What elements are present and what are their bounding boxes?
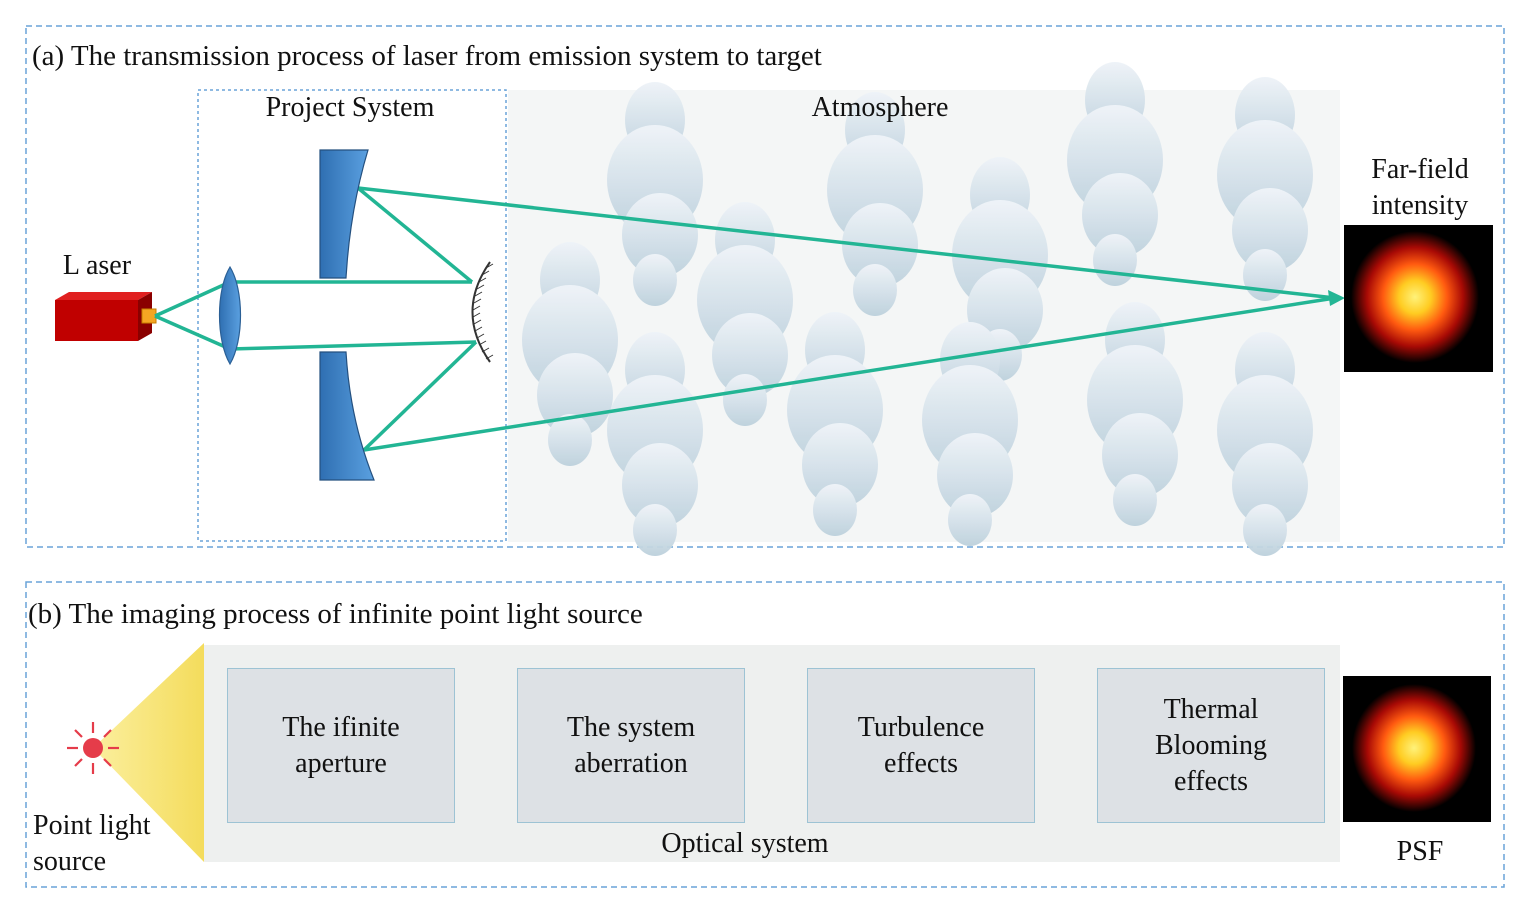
light-cone [93, 643, 204, 862]
point-source-label: Point light source [33, 810, 151, 877]
process-box-label: The system aberration [566, 711, 696, 779]
process-box-aperture: The ifinite aperture [227, 668, 455, 823]
process-box-label: The ifinite aperture [282, 711, 400, 779]
panel-b-border [25, 581, 1505, 888]
laser-label: L aser [62, 250, 132, 281]
point-light-source-icon [67, 722, 119, 774]
lens [218, 265, 242, 366]
optical-system-label: Optical system [661, 828, 829, 859]
laser-aperture [141, 308, 157, 324]
primary-mirror-top [319, 149, 369, 279]
far-field-label: Far-field intensity [1371, 154, 1469, 221]
process-box-label: Thermal Blooming effects [1154, 693, 1267, 797]
beam-arrowhead [1328, 290, 1345, 306]
atmosphere-label: Atmosphere [811, 92, 949, 123]
project-system-border [197, 89, 507, 542]
psf-spot [1352, 684, 1476, 812]
project-system-label: Project System [265, 92, 435, 123]
psf-label: PSF [1396, 836, 1444, 867]
process-box-label: Turbulence effects [857, 711, 985, 779]
panel-a-title: (a) The transmission process of laser fr… [32, 40, 822, 72]
laser-beam [154, 186, 1336, 452]
process-box-turbulence: Turbulence effects [807, 668, 1035, 823]
primary-mirror-bottom [319, 351, 375, 481]
process-box-aberration: The system aberration [517, 668, 745, 823]
far-field-spot [1351, 231, 1479, 363]
process-box-thermal-blooming: Thermal Blooming effects [1097, 668, 1325, 823]
secondary-mirror [471, 261, 494, 363]
panel-b-title: (b) The imaging process of infinite poin… [28, 598, 643, 630]
laser-device [55, 292, 157, 341]
